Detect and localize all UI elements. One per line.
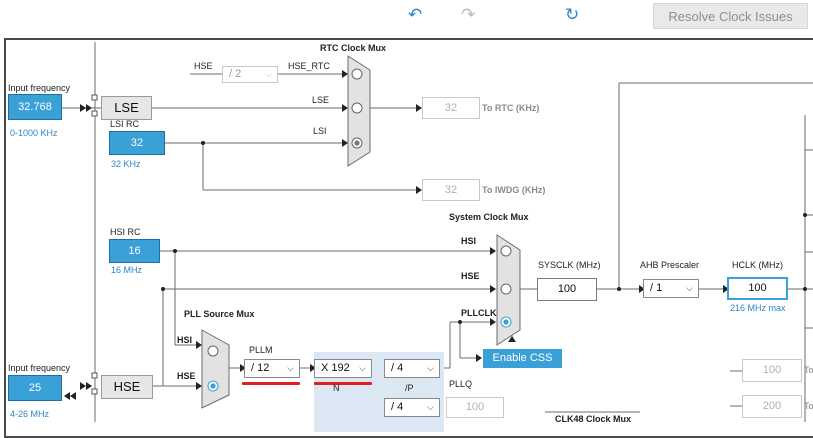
- pllq-select[interactable]: / 4 ⌵: [384, 398, 440, 417]
- chevron-down-icon: ⌵: [287, 363, 294, 373]
- plln-value: X 192: [321, 362, 350, 374]
- ahb-prescaler-value: / 1: [650, 282, 663, 294]
- hse-input-frequency-label: Input frequency: [8, 363, 71, 373]
- pll-hsi-label: HSI: [177, 335, 193, 345]
- pllp-select[interactable]: / 4 ⌵: [384, 359, 440, 378]
- chevron-down-icon: ⌵: [427, 363, 434, 373]
- sys-hsi-radio-icon[interactable]: [500, 245, 512, 257]
- rtc-output-field: 32: [422, 97, 480, 119]
- pllq-output-field: 100: [446, 397, 504, 418]
- lsi-rc-label: LSI RC: [110, 119, 140, 129]
- rtc-hse-radio-icon[interactable]: [351, 68, 363, 80]
- pllm-value: / 12: [251, 362, 270, 374]
- pllq-label: PLLQ: [449, 379, 473, 389]
- hclk-field[interactable]: 100: [727, 277, 788, 300]
- chevron-down-icon: ⌵: [427, 402, 434, 412]
- hse-block[interactable]: HSE: [101, 375, 153, 399]
- lse-input-frequency-label: Input frequency: [8, 83, 71, 93]
- rtc-mux-title: RTC Clock Mux: [320, 43, 387, 53]
- sys-hsi-label: HSI: [461, 236, 477, 246]
- lse-block[interactable]: LSE: [101, 96, 152, 120]
- to-rtc-label: To RTC (KHz): [482, 103, 540, 113]
- hclk-max-label: 216 MHz max: [730, 303, 786, 313]
- hse-input-field[interactable]: 25: [8, 375, 62, 401]
- ahb-prescaler-select[interactable]: / 1 ⌵: [643, 279, 699, 298]
- lsi-unit-label: 32 KHz: [111, 159, 141, 169]
- sysclk-label: SYSCLK (MHz): [538, 260, 601, 270]
- pllp-label: /P: [405, 383, 414, 393]
- pll-hse-label: HSE: [177, 371, 196, 381]
- refresh-icon[interactable]: ↻: [565, 5, 580, 24]
- ahb-prescaler-label: AHB Prescaler: [640, 260, 700, 270]
- right-to-label-2: To: [804, 401, 813, 411]
- rtc-hse-label: HSE: [194, 61, 213, 71]
- plln-select[interactable]: X 192 ⌵: [314, 359, 372, 378]
- sys-pllclk-label: PLLCLK: [461, 308, 497, 318]
- lsi-value-box[interactable]: 32: [109, 131, 165, 155]
- sys-hse-radio-icon[interactable]: [500, 283, 512, 295]
- chevron-down-icon: ⌵: [265, 69, 272, 79]
- pllm-select[interactable]: / 12 ⌵: [244, 359, 300, 378]
- plln-highlight-underline: [314, 382, 372, 385]
- iwdg-output-field: 32: [422, 179, 480, 201]
- rtc-lse-radio-icon[interactable]: [351, 102, 363, 114]
- hse-range-label: 4-26 MHz: [10, 409, 50, 419]
- pll-source-mux-title: PLL Source Mux: [184, 309, 255, 319]
- redo-icon[interactable]: ↷: [461, 5, 476, 24]
- rtc-hse-divider-value: / 2: [229, 68, 242, 80]
- undo-icon[interactable]: ↶: [408, 5, 423, 24]
- hse-rtc-label: HSE_RTC: [288, 61, 330, 71]
- rtc-lsi-label: LSI: [313, 126, 327, 136]
- rtc-lse-label: LSE: [312, 95, 330, 105]
- right-to-label-1: To: [804, 365, 813, 375]
- enable-css-button[interactable]: Enable CSS: [483, 349, 562, 368]
- pllm-label: PLLM: [249, 345, 273, 355]
- plln-label: N: [333, 383, 340, 393]
- sysclk-field[interactable]: 100: [537, 278, 597, 301]
- mux-radio-layer: [207, 68, 512, 392]
- hsi-rc-label: HSI RC: [110, 227, 141, 237]
- lse-input-field[interactable]: 32.768: [8, 94, 62, 120]
- pll-hsi-radio-icon[interactable]: [207, 345, 219, 357]
- right-output-field-1: 100: [742, 359, 802, 382]
- hclk-label: HCLK (MHz): [732, 260, 783, 270]
- resolve-clock-issues-button[interactable]: Resolve Clock Issues: [653, 3, 808, 29]
- to-iwdg-label: To IWDG (KHz): [482, 185, 546, 195]
- lse-range-label: 0-1000 KHz: [10, 128, 58, 138]
- hsi-value-box[interactable]: 16: [109, 239, 160, 263]
- sys-hse-label: HSE: [461, 271, 480, 281]
- chevron-down-icon: ⌵: [359, 363, 366, 373]
- pllp-value: / 4: [391, 362, 404, 374]
- rtc-hse-divider-select[interactable]: / 2 ⌵: [222, 66, 278, 83]
- system-clock-mux-title: System Clock Mux: [449, 212, 529, 222]
- pllm-highlight-underline: [242, 382, 300, 385]
- hsi-unit-label: 16 MHz: [111, 265, 143, 275]
- right-output-field-2: 200: [742, 395, 802, 418]
- chevron-down-icon: ⌵: [686, 283, 693, 293]
- pllq-value: / 4: [391, 401, 404, 413]
- clk48-mux-title: CLK48 Clock Mux: [555, 414, 632, 424]
